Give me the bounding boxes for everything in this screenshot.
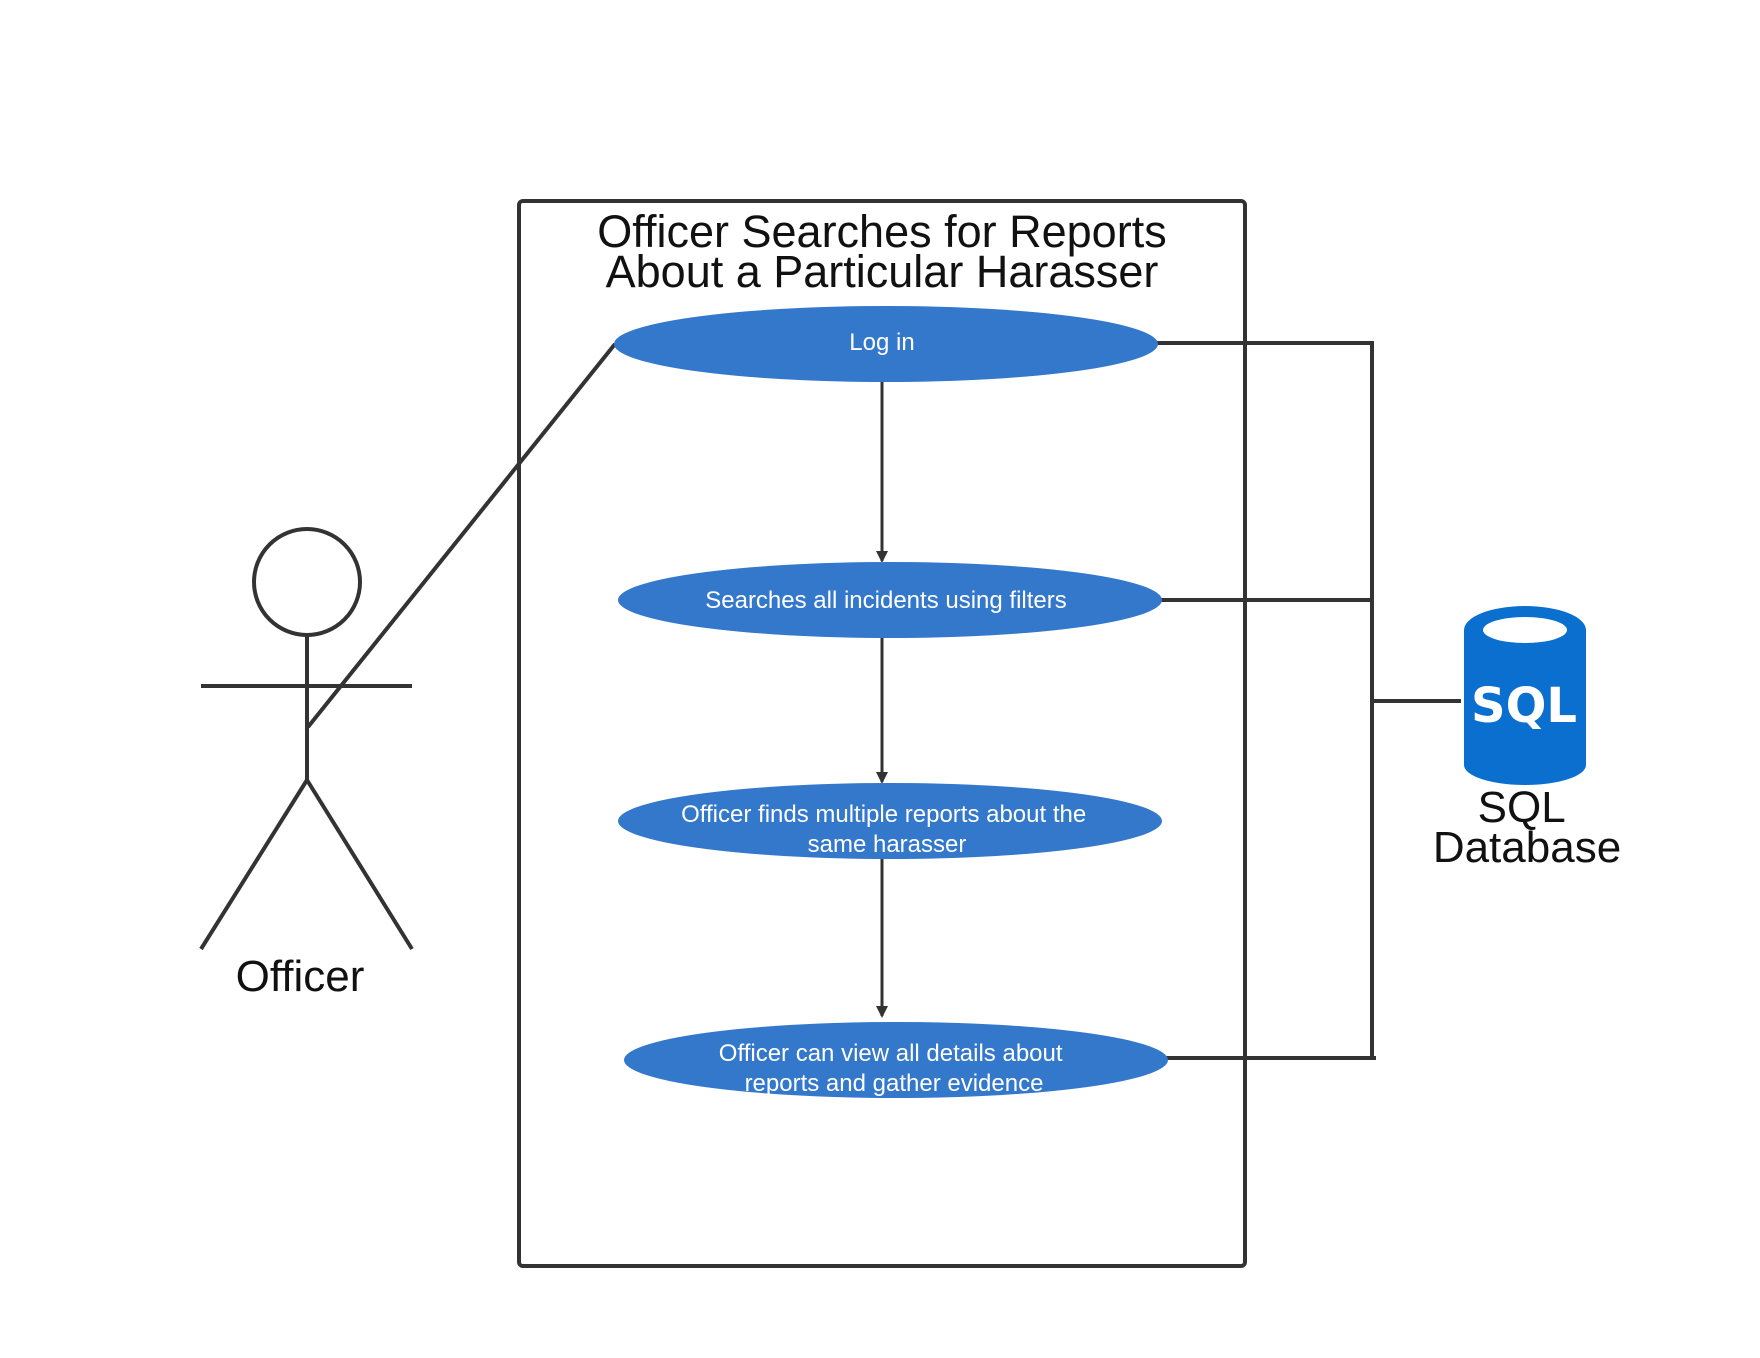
usecase-finds-reports[interactable]: Officer finds multiple reports about the… [618,783,1162,859]
actor-association-line [306,342,617,729]
system-boundary [517,199,1247,1268]
usecase-log-in-label: Log in [849,329,914,356]
sql-database-icon[interactable]: SQL [1464,606,1586,785]
actor-left-leg [199,778,309,951]
database-cylinder-top-inner [1483,617,1567,643]
usecase-searches-incidents-label: Searches all incidents using filters [705,587,1067,614]
actor-right-leg [305,778,414,951]
usecase-searches-incidents[interactable]: Searches all incidents using filters [618,562,1162,638]
db-connector-login [1156,341,1374,1058]
system-title-line-2: About a Particular Harasser [606,246,1159,297]
database-label: SQL Database [1433,783,1621,872]
usecase-finds-reports-label: Officer finds multiple reports about the… [681,801,1093,858]
database-cylinder-body [1464,630,1586,785]
usecase-log-in[interactable]: Log in [614,306,1158,382]
actor-label: Officer [236,952,365,1001]
officer-actor[interactable] [199,527,414,951]
usecase-view-details[interactable]: Officer can view all details about repor… [624,1022,1168,1098]
system-title-line-1: Officer Searches for Reports [597,206,1166,257]
actor-head [252,527,362,637]
usecase-view-details-label: Officer can view all details about repor… [719,1040,1069,1097]
database-icon-text: SQL [1471,678,1577,734]
